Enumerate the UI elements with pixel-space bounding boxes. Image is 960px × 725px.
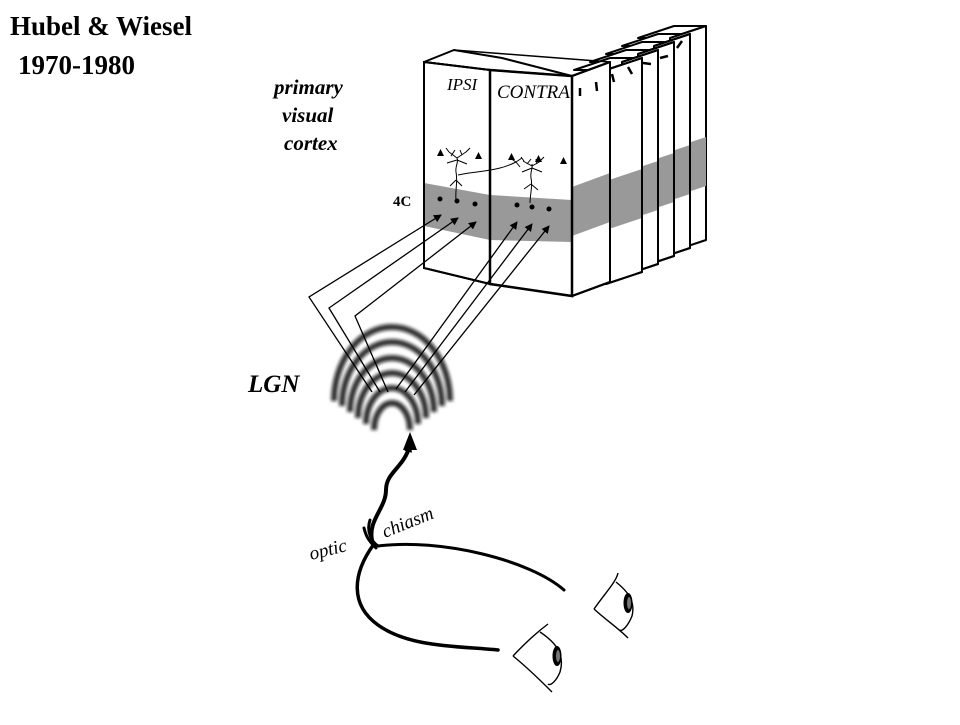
title-authors: Hubel & Wiesel	[10, 11, 193, 41]
lgn-contra-projections	[395, 221, 550, 396]
ipsi-label: IPSI	[446, 75, 479, 94]
column-boundary-ticks	[578, 40, 684, 96]
front-top-edge	[423, 48, 573, 77]
contra-label: CONTRA	[497, 82, 570, 103]
ipsi-column	[423, 60, 491, 286]
right-eye	[593, 572, 634, 639]
contra-column	[488, 68, 574, 298]
cortex-label-line3: cortex	[284, 131, 338, 155]
cortex-label-line2: visual	[282, 103, 334, 127]
left-eye	[512, 623, 563, 693]
ocular-dominance-columns	[423, 25, 707, 298]
slab-front-side	[571, 61, 611, 297]
pyramidal-cells	[437, 149, 567, 164]
lgn-label: LGN	[247, 371, 300, 398]
chiasm-label: chiasm	[379, 503, 437, 543]
layer-4c-label: 4C	[393, 194, 411, 210]
slab-back-0	[605, 57, 643, 285]
optic-label: optic	[307, 535, 349, 565]
tract-arrowhead	[403, 432, 417, 450]
dendritic-trees	[445, 147, 545, 204]
layer-4c-terminals	[437, 196, 552, 212]
lgn-ipsi-projections	[308, 214, 477, 393]
optic-nerves	[355, 518, 566, 652]
lgn-layers	[331, 324, 453, 431]
title-years: 1970-1980	[18, 50, 135, 80]
cortex-label-line1: primary	[272, 75, 344, 99]
